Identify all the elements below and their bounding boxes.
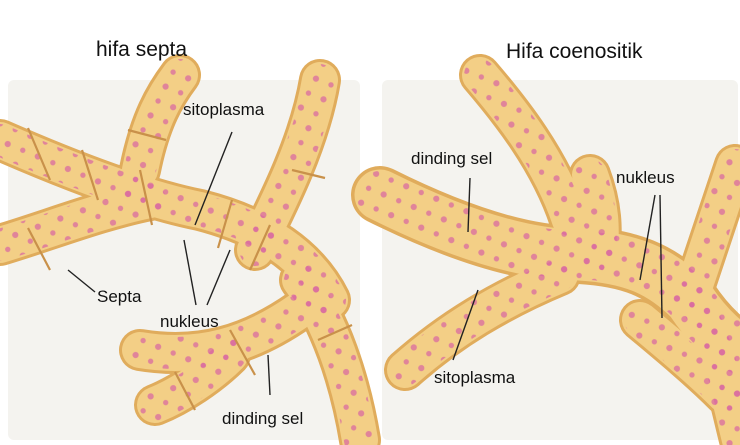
septate-label-sitoplasma: sitoplasma bbox=[183, 100, 265, 119]
coenocytic-title: Hifa coenositik bbox=[506, 40, 643, 63]
septate-title: hifa septa bbox=[96, 38, 187, 61]
coenocytic-label-nukleus: nukleus bbox=[616, 168, 675, 187]
coenocytic-label-sitoplasma: sitoplasma bbox=[434, 368, 516, 387]
coenocytic-label-dinding-sel: dinding sel bbox=[411, 149, 492, 168]
septate-label-septa: Septa bbox=[97, 287, 142, 306]
septate-label-dinding-sel: dinding sel bbox=[222, 409, 303, 428]
septate-label-nukleus: nukleus bbox=[160, 312, 219, 331]
